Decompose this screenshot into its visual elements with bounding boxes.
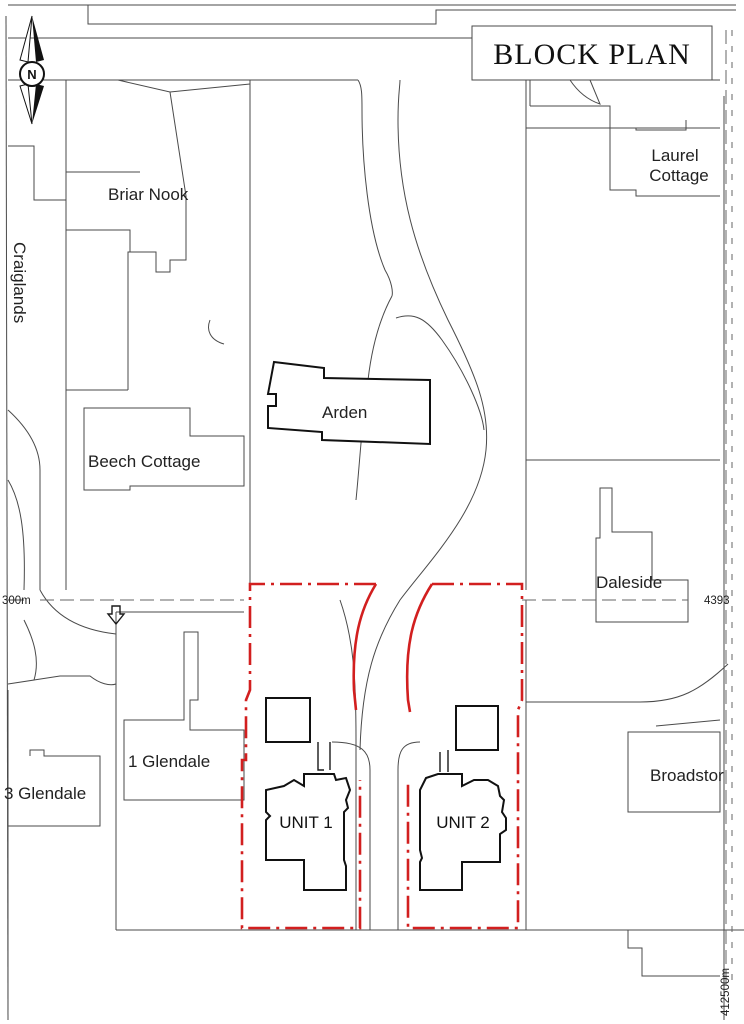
arden-building <box>266 360 431 446</box>
unit-1-plot <box>265 697 352 891</box>
neighbour-outlines <box>83 407 721 813</box>
label-craiglands: Craiglands <box>10 242 29 323</box>
label-3-glendale: 3 Glendale <box>4 784 86 803</box>
label-briar-nook: Briar Nook <box>108 185 189 204</box>
label-daleside: Daleside <box>596 573 662 592</box>
label-laurel-cottage-2: Cottage <box>649 166 709 185</box>
label-broadstone: Broadstor <box>650 766 724 785</box>
site-boundary <box>240 582 524 930</box>
grid-lines <box>40 30 733 990</box>
label-beech-cottage: Beech Cottage <box>88 452 200 471</box>
plot-boundaries <box>5 15 744 1021</box>
unit-2-house <box>419 773 507 891</box>
page-title: BLOCK PLAN <box>493 38 691 71</box>
grid-coordinate-labels: 300m 4393 412500m <box>2 595 732 1016</box>
label-laurel-cottage-1: Laurel <box>651 146 698 165</box>
unit-1-garage <box>265 697 311 743</box>
north-arrow-icon: N <box>19 15 45 125</box>
label-unit-2: UNIT 2 <box>436 813 490 832</box>
property-labels: Briar Nook Craiglands Beech Cottage Laur… <box>4 146 724 832</box>
grid-label-right: 4393 <box>704 595 730 607</box>
label-unit-1: UNIT 1 <box>279 813 333 832</box>
grid-label-left: 300m <box>2 595 31 607</box>
access-arrow-icon <box>106 605 126 626</box>
label-1-glendale: 1 Glendale <box>128 752 210 771</box>
unit-1-house <box>265 773 352 891</box>
north-letter: N <box>27 67 36 82</box>
unit-2-plot <box>419 705 507 891</box>
label-arden: Arden <box>322 403 367 422</box>
title-block: BLOCK PLAN <box>471 25 713 81</box>
grid-label-bottom: 412500m <box>720 968 732 1016</box>
unit-2-garage <box>455 705 499 751</box>
